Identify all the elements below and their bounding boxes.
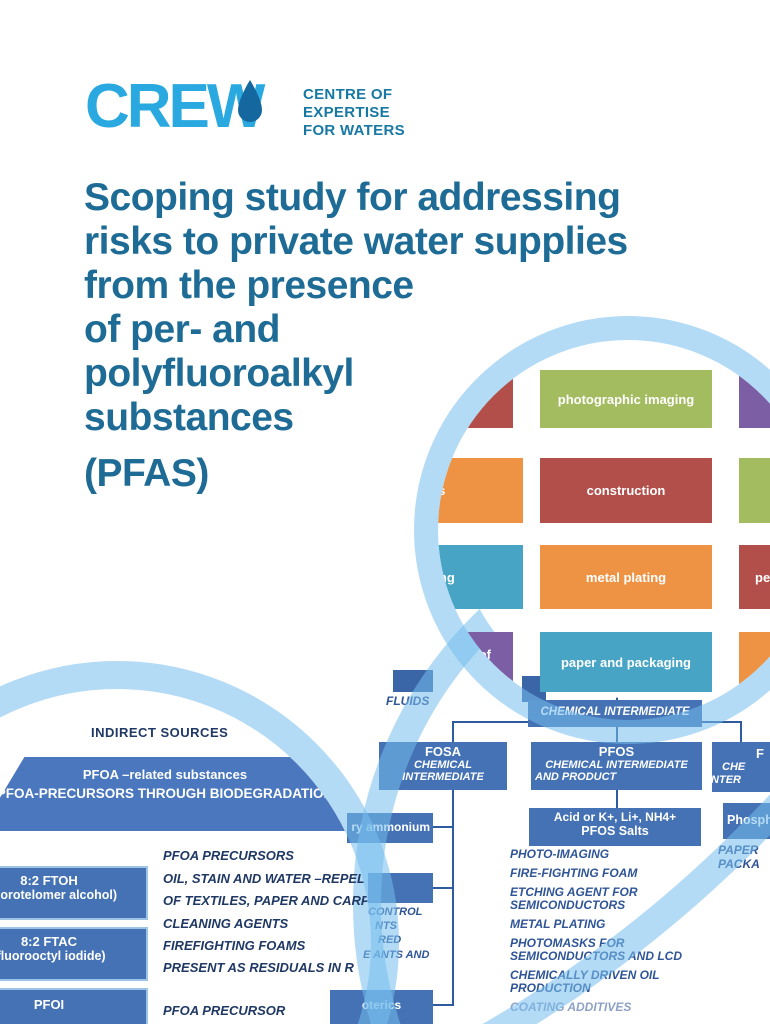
title-line: polyfluoroalkyl (84, 352, 354, 395)
title-line: Scoping study for addressing (84, 176, 621, 219)
title-line: substances (84, 396, 294, 439)
water-drop-icon (238, 80, 262, 122)
title-line: of per- and (84, 308, 281, 351)
title-line: (PFAS) (84, 452, 209, 495)
report-title: Scoping study for addressing risks to pr… (84, 176, 704, 496)
title-line: risks to private water supplies (84, 220, 628, 263)
crew-tagline: CENTRE OF EXPERTISE FOR WATERS (303, 86, 405, 140)
tagline-line3: FOR WATERS (303, 122, 405, 139)
crew-logo: CREW CENTRE OF EXPERTISE FOR WATERS (85, 76, 425, 148)
tagline-line1: CENTRE OF (303, 86, 393, 103)
crew-logo-text: CREW (85, 72, 265, 141)
tagline-line2: EXPERTISE (303, 104, 390, 121)
title-line: from the presence (84, 264, 414, 307)
